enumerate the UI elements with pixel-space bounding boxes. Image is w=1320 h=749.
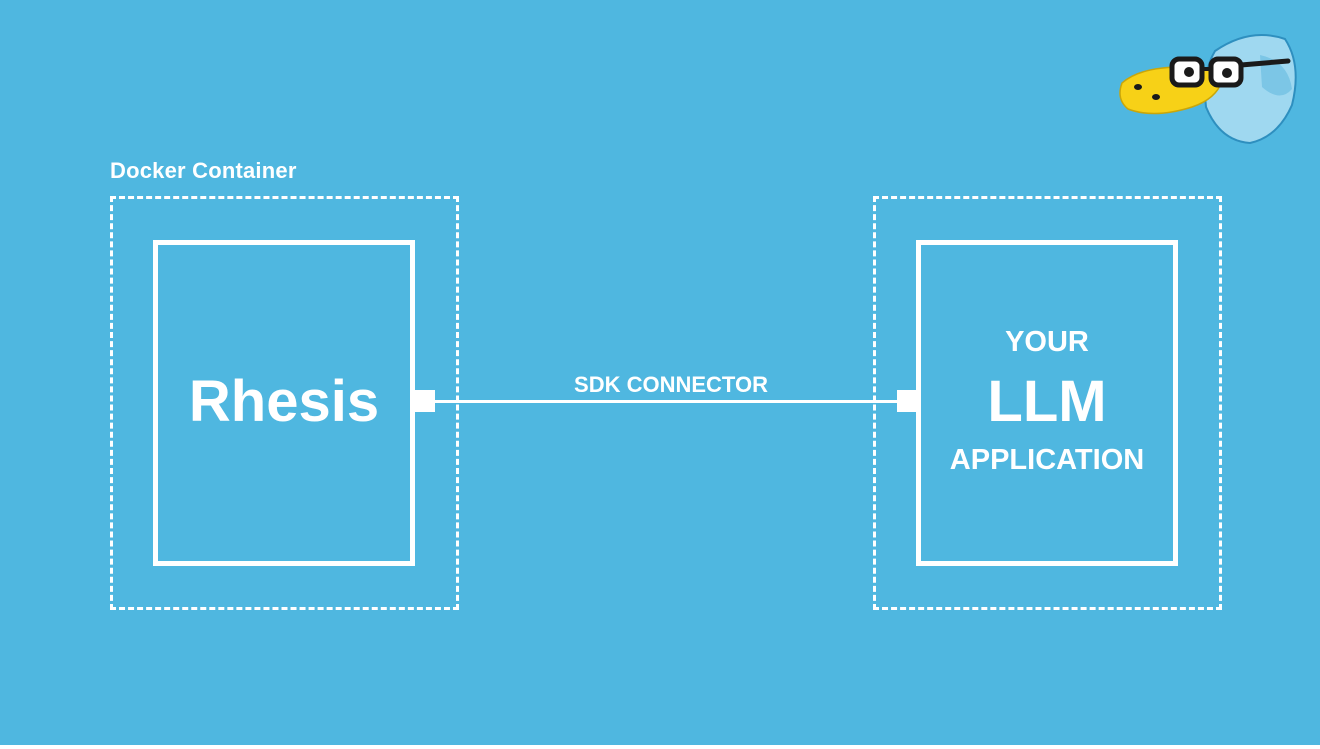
duck-with-glasses-icon [1119,34,1297,145]
docker-container-boundary [110,196,459,610]
llm-app-boundary [873,196,1222,610]
docker-container-label: Docker Container [110,158,297,183]
rhesis-label: Rhesis [188,369,380,434]
connector-port-right [897,390,919,412]
sdk-connector-line [434,400,900,403]
llm-app-label-line2: LLM [987,369,1107,434]
sdk-connector-label: SDK CONNECTOR [574,372,768,397]
rhesis-node [153,240,415,566]
llm-app-label-line3: APPLICATION [949,444,1145,476]
bottom-edge-strip [0,745,1320,749]
connector-port-left [413,390,435,412]
llm-app-label-line1: YOUR [1005,326,1089,358]
